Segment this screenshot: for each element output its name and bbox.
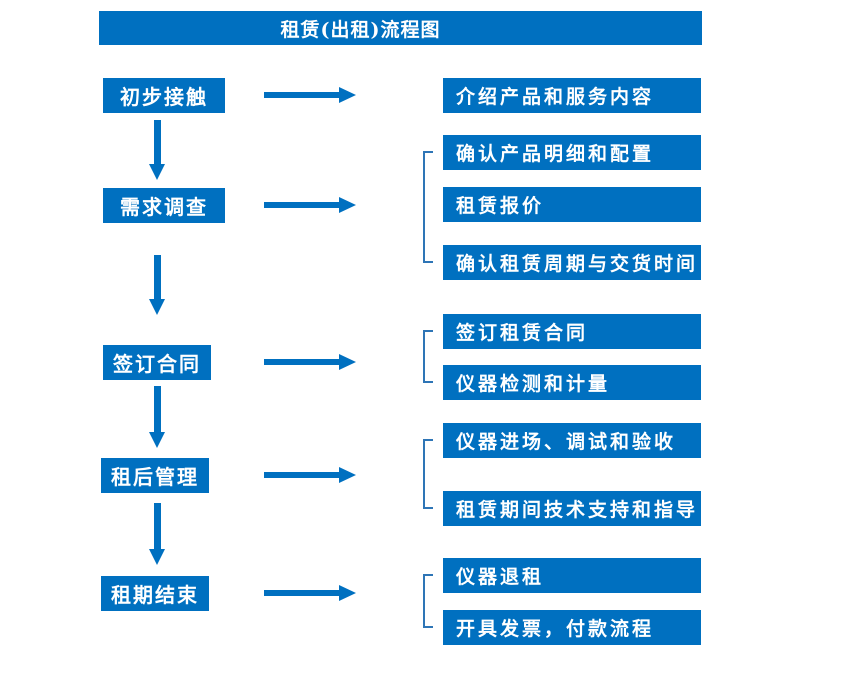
arrow-right-icon xyxy=(264,87,356,103)
arrow-right-icon xyxy=(264,585,356,601)
detail-sign-rental-contract: 签订租赁合同 xyxy=(443,314,701,349)
arrow-down-icon xyxy=(149,255,165,315)
step-sign-contract: 签订合同 xyxy=(103,345,211,380)
arrow-right-icon xyxy=(264,354,356,370)
detail-instrument-testing: 仪器检测和计量 xyxy=(443,365,701,400)
arrow-right-icon xyxy=(264,197,356,213)
arrow-down-icon xyxy=(149,120,165,180)
bracket-connector xyxy=(423,151,433,263)
bracket-connector xyxy=(423,574,433,628)
arrow-right-icon xyxy=(264,467,356,483)
detail-introduce-products: 介绍产品和服务内容 xyxy=(443,78,701,113)
flowchart-title: 租赁(出租)流程图 xyxy=(99,11,702,45)
step-initial-contact: 初步接触 xyxy=(103,78,225,113)
arrow-down-icon xyxy=(149,503,165,565)
detail-confirm-rental-period: 确认租赁周期与交货时间 xyxy=(443,245,701,280)
detail-technical-support: 租赁期间技术支持和指导 xyxy=(443,491,701,526)
detail-rental-quote: 租赁报价 xyxy=(443,187,701,222)
step-demand-survey: 需求调查 xyxy=(103,188,225,223)
bracket-connector xyxy=(423,330,433,383)
detail-invoice-payment: 开具发票，付款流程 xyxy=(443,610,701,645)
detail-instrument-setup: 仪器进场、调试和验收 xyxy=(443,423,701,458)
detail-confirm-product-details: 确认产品明细和配置 xyxy=(443,135,701,170)
detail-instrument-return: 仪器退租 xyxy=(443,558,701,593)
bracket-connector xyxy=(423,439,433,509)
step-rental-end: 租期结束 xyxy=(101,576,209,611)
arrow-down-icon xyxy=(149,386,165,448)
step-post-rental-management: 租后管理 xyxy=(101,458,209,493)
